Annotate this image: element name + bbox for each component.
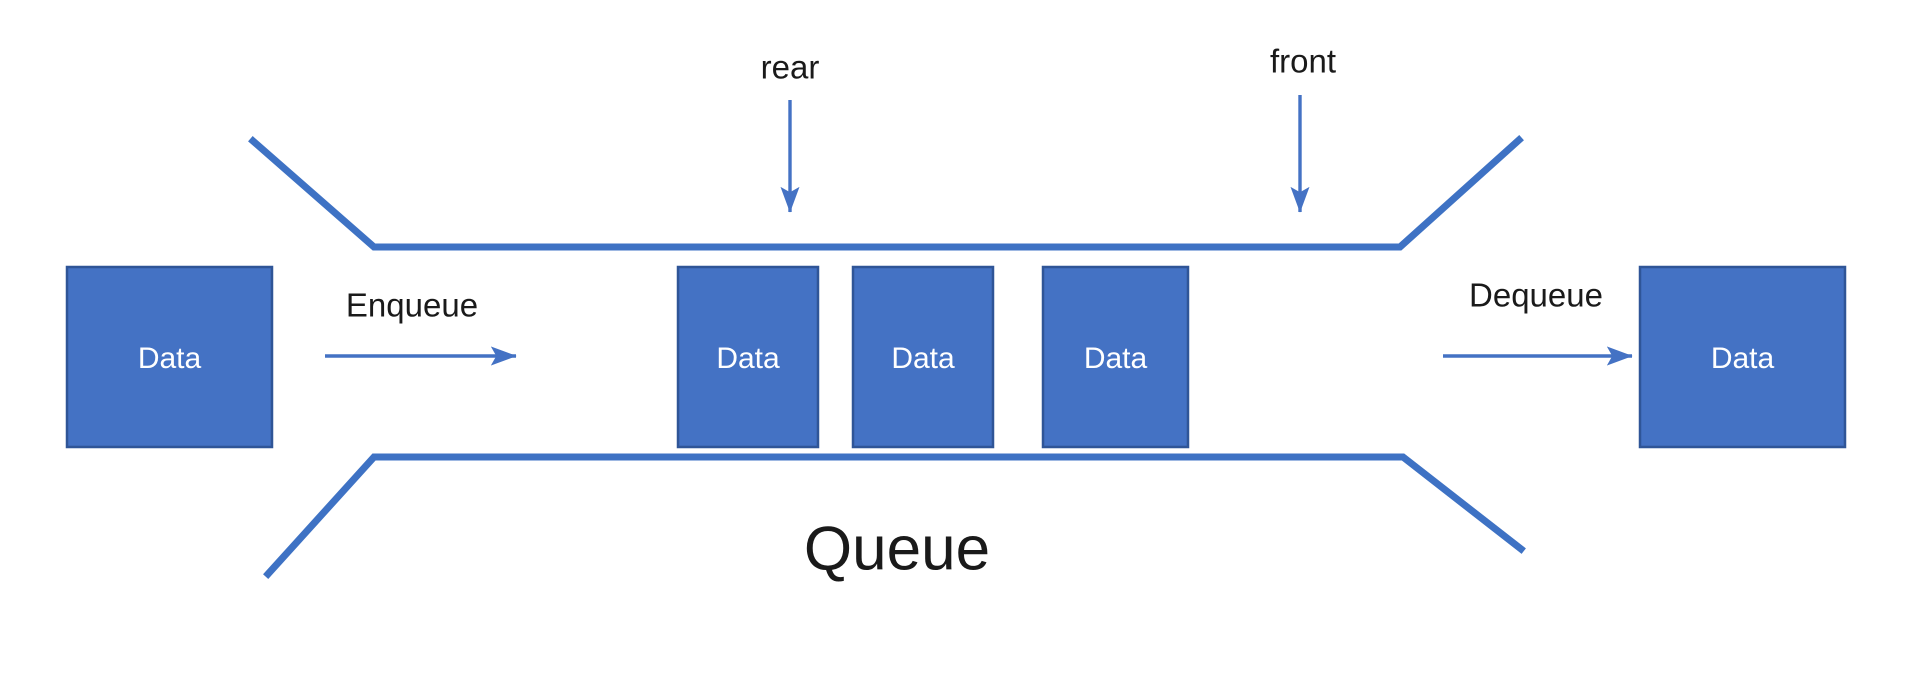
rear-pointer-label: rear xyxy=(761,49,820,86)
diagram-title: Queue xyxy=(804,514,990,583)
data-box-queued-1[interactable]: Data xyxy=(676,265,820,449)
container-bottom-edge xyxy=(263,453,1526,579)
data-box-incoming-rect xyxy=(65,265,274,449)
front-pointer[interactable]: front xyxy=(1270,43,1336,213)
front-pointer-label: front xyxy=(1270,43,1336,80)
data-box-queued-1-label: Data xyxy=(716,342,780,375)
data-box-outgoing[interactable]: Data xyxy=(1638,265,1847,449)
queue-container-outline xyxy=(248,135,1526,579)
data-box-queued-3[interactable]: Data xyxy=(1041,265,1190,449)
data-box-outgoing-label: Data xyxy=(1711,342,1775,375)
data-box-queued-1-rect xyxy=(676,265,820,449)
data-box-incoming-label: Data xyxy=(138,342,202,375)
dequeue-operation[interactable]: Dequeue xyxy=(1443,277,1633,366)
data-box-queued-2-rect xyxy=(851,265,995,449)
dequeue-label: Dequeue xyxy=(1469,277,1603,314)
data-box-queued-3-rect xyxy=(1041,265,1190,449)
data-box-incoming[interactable]: Data xyxy=(65,265,274,449)
data-box-queued-2[interactable]: Data xyxy=(851,265,995,449)
data-box-queued-2-label: Data xyxy=(891,342,955,375)
enqueue-label: Enqueue xyxy=(346,287,478,324)
data-box-queued-3-label: Data xyxy=(1084,342,1148,375)
data-box-outgoing-rect xyxy=(1638,265,1847,449)
enqueue-operation[interactable]: Enqueue xyxy=(325,287,517,366)
container-top-edge xyxy=(248,135,1524,251)
rear-pointer[interactable]: rear xyxy=(761,49,820,213)
